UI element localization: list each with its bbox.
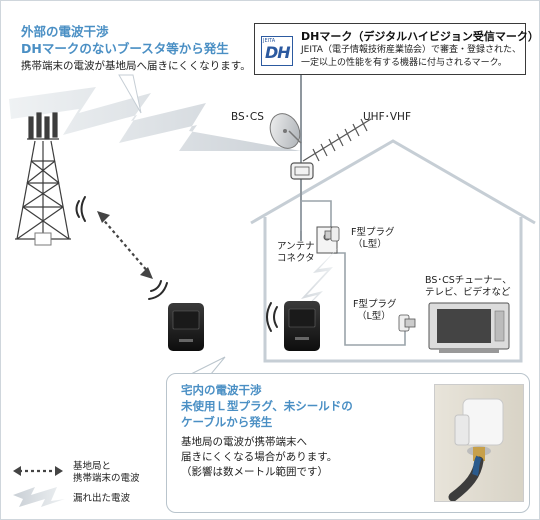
satellite-dish (269, 113, 302, 149)
legend-arrow-label-2: 携帯端末の電波 (73, 473, 140, 484)
antenna-connector-label-1: アンテナ (277, 241, 315, 252)
phone1-emission-marks (148, 280, 168, 300)
external-note-title-2: DHマークのないブースタ等から発生 (21, 41, 229, 56)
dh-logo-jeita: JEITA (263, 38, 276, 44)
phone2-emission-marks (266, 302, 278, 332)
external-callout-pointer (118, 74, 142, 114)
bs-cs-label: BS･CS (231, 111, 264, 123)
external-note-body: 携帯端末の電波が基地局へ届きにくくなります。 (21, 60, 251, 72)
uhf-vhf-label: UHF･VHF (363, 111, 411, 123)
dh-mark-desc-2: 一定以上の性能を有する機器に付与されるマーク。 (301, 58, 507, 68)
indoor-leak-wave-top (291, 247, 339, 323)
uhf-vhf-antenna (302, 118, 372, 162)
legend-leak-symbol (13, 487, 65, 507)
dh-logo-text: DH (265, 43, 291, 62)
inner-note-body-3: （影響は数メートル範囲です） (181, 466, 328, 478)
tower-base-hut (34, 232, 52, 246)
plug-photo-illustration (448, 398, 504, 501)
plug-photo (434, 384, 524, 502)
inner-callout-pointer (190, 356, 226, 375)
communication-arrow (97, 211, 153, 279)
external-leak-wave (9, 87, 301, 151)
legend-arrow-symbol (13, 466, 63, 476)
tower-emission-marks (75, 196, 86, 222)
dh-mark-title: DHマーク（デジタルハイビジョン受信マーク） (301, 30, 539, 43)
booster-device (290, 162, 314, 180)
tuner-label-2: テレビ、ビデオなど (425, 287, 511, 298)
dh-mark-desc-1: JEITA（電子情報技術産業協会）で審査・登録された、 (301, 45, 521, 55)
television (428, 302, 510, 353)
dh-mark-box: JEITA DH DHマーク（デジタルハイビジョン受信マーク） JEITA（電子… (254, 23, 539, 75)
dh-logo: JEITA DH (261, 36, 293, 66)
f-plug-mid-label-2: （L型） (357, 311, 391, 322)
inner-note-body-1: 基地局の電波が携帯端末へ (181, 436, 307, 448)
f-plug-top-label-1: F型プラグ (351, 227, 395, 238)
mobile-router-outside (168, 303, 204, 351)
legend-leak-label: 漏れ出た電波 (73, 493, 131, 504)
house-outline (250, 139, 536, 363)
f-plug-top-label-2: （L型） (353, 239, 387, 250)
inner-note-body-2: 届きにくくなる場合があります。 (181, 451, 338, 463)
f-plug-middle (398, 314, 416, 332)
f-plug-top (324, 226, 340, 242)
mobile-router-inside (284, 301, 320, 351)
inner-note-title-2: 未使用Ｌ型プラグ、未シールドの (181, 399, 353, 413)
f-plug-mid-label-1: F型プラグ (353, 299, 397, 310)
external-note-title-1: 外部の電波干渉 (21, 24, 109, 39)
tuner-label-1: BS･CSチューナー、 (425, 275, 512, 286)
base-station-tower (15, 112, 71, 240)
antenna-connector-label-2: コネクタ (277, 253, 315, 264)
inner-note-title-1: 宅内の電波干渉 (181, 383, 262, 397)
inner-note-title-3: ケーブルから発生 (181, 415, 273, 429)
legend-arrow-label-1: 基地局と (73, 461, 112, 472)
